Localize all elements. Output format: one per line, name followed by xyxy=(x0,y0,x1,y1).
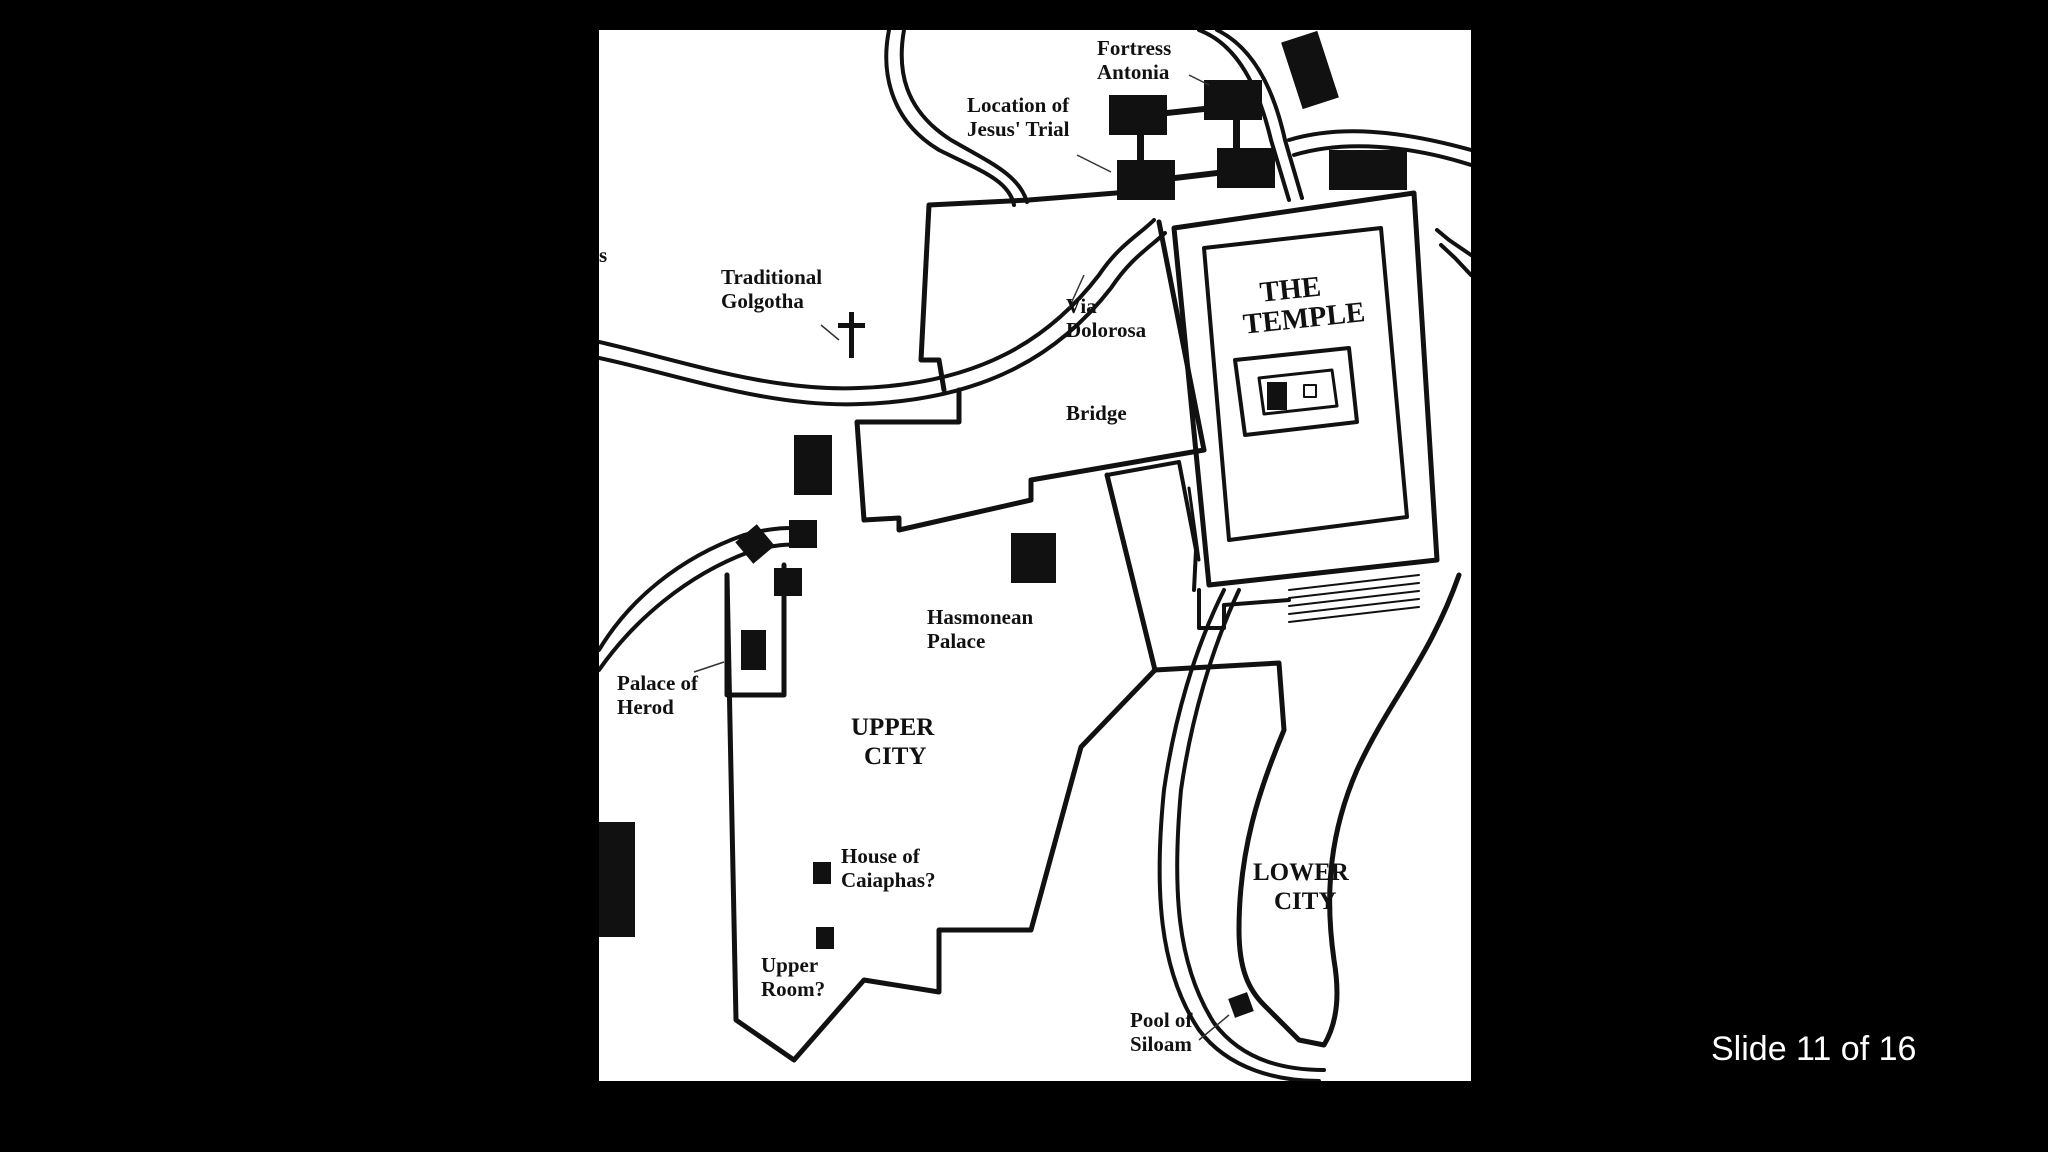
valley-north xyxy=(884,30,1016,207)
temple-altar xyxy=(1267,382,1287,410)
temple-east-wall xyxy=(1435,228,1471,257)
hasmonean-palace-building xyxy=(1011,533,1056,583)
label-jesus-trial: Location of Jesus' Trial xyxy=(967,93,1074,141)
label-lower-city: LOWER CITY xyxy=(1253,859,1355,915)
jerusalem-map: s Fortress Antonia Location of Jesus' Tr… xyxy=(599,30,1471,1081)
upper-city-inner xyxy=(1105,460,1198,592)
west-tower xyxy=(794,435,832,495)
north-wall xyxy=(918,202,947,393)
antonia-tower-ne xyxy=(1204,80,1262,120)
leader-golgotha xyxy=(820,324,840,341)
east-tower xyxy=(1329,150,1407,190)
golgotha-cross-horizontal xyxy=(838,323,865,328)
herod-tower-3 xyxy=(774,568,802,596)
valley-east-top-inner xyxy=(1292,144,1471,167)
caiaphas-house-building xyxy=(813,862,831,884)
herod-enclosure xyxy=(724,562,787,698)
antonia-link xyxy=(1156,219,1207,453)
valley-north-inner xyxy=(899,30,1029,204)
upper-room-building xyxy=(816,927,834,949)
leader-via xyxy=(1068,274,1085,309)
leader-antonia xyxy=(1188,74,1210,86)
siloam-building xyxy=(1228,992,1254,1018)
upper-city-west-wall xyxy=(724,572,1158,1063)
label-bridge: Bridge xyxy=(1066,401,1127,425)
label-upper-city: UPPER CITY xyxy=(851,714,941,770)
label-palace-of-herod: Palace of Herod xyxy=(617,671,703,719)
second-wall xyxy=(854,387,962,523)
leader-siloam xyxy=(1198,1014,1230,1041)
west-arc-inner xyxy=(599,542,806,672)
temple-court xyxy=(1233,346,1359,437)
label-pool-of-siloam: Pool of Siloam xyxy=(1130,1008,1198,1056)
label-edge-fragment: s xyxy=(599,243,607,267)
herod-tower-2 xyxy=(789,520,817,548)
antonia-tower-nw xyxy=(1109,95,1167,135)
lower-city-south xyxy=(1152,572,1462,1048)
leader-herod xyxy=(693,661,725,673)
label-temple: THE TEMPLE xyxy=(1238,266,1366,340)
temple-stairs-west xyxy=(1187,486,1201,562)
upper-city-east-wall xyxy=(1104,472,1158,673)
label-fortress-antonia: Fortress Antonia xyxy=(1097,36,1177,84)
map-drawing: s Fortress Antonia Location of Jesus' Tr… xyxy=(599,30,1471,1081)
label-house-of-caiaphas: House of Caiaphas? xyxy=(841,844,936,892)
golgotha-road-inner xyxy=(599,231,1167,407)
label-via-dolorosa: Via Dolorosa xyxy=(1066,294,1147,342)
herod-building xyxy=(741,630,766,670)
ne-tower xyxy=(1281,30,1339,110)
valley-east-top xyxy=(1287,129,1471,152)
antonia-tower-sw xyxy=(1117,160,1175,200)
lower-city-road xyxy=(1157,588,1321,1081)
west-edge-block xyxy=(599,822,635,937)
label-golgotha: Traditional Golgotha xyxy=(721,265,827,313)
temple-mount-inner xyxy=(1202,226,1409,542)
temple-south-gate xyxy=(1197,588,1291,630)
golgotha-cross-vertical xyxy=(849,312,854,358)
lower-city-road-inner xyxy=(1175,588,1326,1072)
herod-tower-1 xyxy=(735,524,775,564)
label-upper-room: Upper Room? xyxy=(761,953,825,1001)
temple-sanctuary xyxy=(1257,368,1339,416)
label-hasmonean-palace: Hasmonean Palace xyxy=(927,605,1038,653)
north-wall-top xyxy=(926,187,1157,208)
antonia-tower-se xyxy=(1217,148,1275,188)
valley-ne xyxy=(1197,30,1291,202)
slide-counter: Slide 11 of 16 xyxy=(1711,1030,1917,1068)
temple-mount-outer xyxy=(1171,190,1440,588)
west-arc xyxy=(599,525,811,652)
leader-trial xyxy=(1076,154,1112,173)
temple-inner-square xyxy=(1303,384,1317,398)
bridge-wall xyxy=(861,447,1207,533)
temple-east-wall-inner xyxy=(1439,243,1471,277)
temple-steps xyxy=(1288,574,1420,623)
valley-ne-inner xyxy=(1215,30,1304,200)
